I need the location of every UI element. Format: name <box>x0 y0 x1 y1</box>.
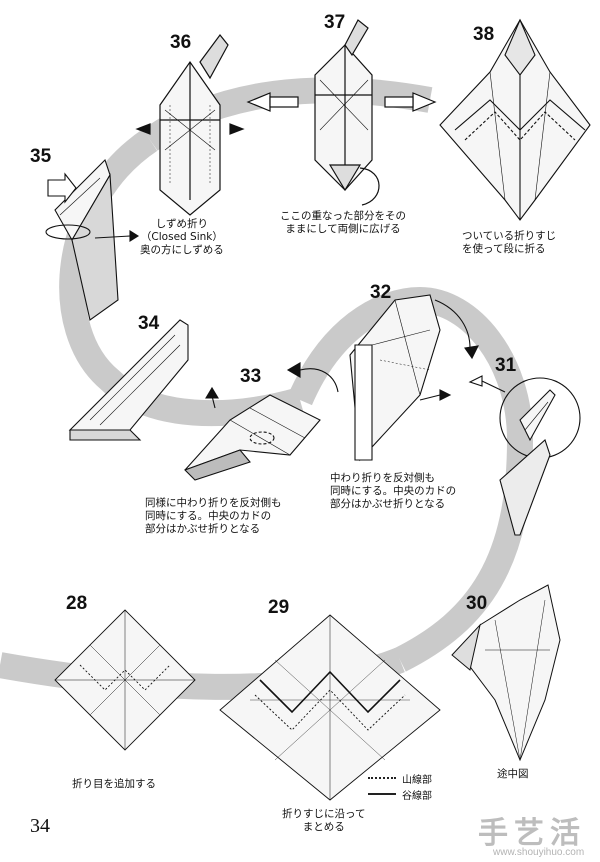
figure-step-37 <box>246 19 437 206</box>
page-number: 34 <box>30 815 50 837</box>
caption-line: ついている折りすじ <box>462 230 557 242</box>
figure-step-35 <box>45 158 140 321</box>
step-number-31: 31 <box>495 355 517 376</box>
legend-mountain-label: 山線部 <box>402 774 432 786</box>
caption-line: 部分はかぶせ折りとなる <box>330 498 446 510</box>
step-number-38: 38 <box>473 24 495 45</box>
legend-valley: 谷線部 <box>368 786 432 802</box>
caption-step-28: 折り目を追加する <box>72 778 156 791</box>
caption-line: ここの重なった部分をその <box>280 210 406 222</box>
figure-step-31 <box>468 375 581 536</box>
step-number-33: 33 <box>240 366 262 387</box>
figure-step-36 <box>135 34 245 216</box>
caption-line: 部分はかぶせ折りとなる <box>145 523 261 535</box>
step-number-29: 29 <box>268 597 290 618</box>
caption-line: まとめる <box>302 821 345 833</box>
caption-line: 奥の方にしずめる <box>140 244 224 256</box>
caption-step-37: ここの重なった部分をその ままにして両側に広げる <box>280 210 406 236</box>
caption-line: 同様に中わり折りを反対側も <box>145 497 282 509</box>
caption-step-38: ついている折りすじ を使って段に折る <box>462 230 556 256</box>
caption-line: しずめ折り <box>155 218 209 230</box>
caption-line: 同時にする。中央のカドの <box>145 510 272 522</box>
figure-step-30 <box>451 584 561 762</box>
figure-step-32 <box>349 294 479 462</box>
figure-step-38 <box>439 18 591 221</box>
step-number-30: 30 <box>466 593 488 614</box>
step-number-37: 37 <box>324 12 346 33</box>
caption-line: 途中図 <box>497 768 529 780</box>
mountain-line-swatch <box>368 777 396 779</box>
legend-mountain: 山線部 <box>368 770 432 786</box>
line-legend: 山線部 谷線部 <box>368 770 432 802</box>
legend-valley-label: 谷線部 <box>402 790 432 802</box>
figure-step-33 <box>184 362 339 481</box>
caption-line: を使って段に折る <box>462 243 546 255</box>
caption-step-33: 同様に中わり折りを反対側も 同時にする。中央のカドの 部分はかぶせ折りとなる <box>145 497 282 536</box>
caption-step-35: しずめ折り （Closed Sink） 奥の方にしずめる <box>140 218 224 257</box>
valley-line-swatch <box>368 793 396 795</box>
step-number-35: 35 <box>30 146 52 167</box>
figure-step-28 <box>54 609 196 751</box>
caption-step-30: 途中図 <box>497 768 529 781</box>
caption-line: 同時にする。中央のカドの <box>330 485 457 497</box>
figure-step-34 <box>68 319 189 441</box>
step-number-34: 34 <box>138 313 160 334</box>
caption-line: ままにして両側に広げる <box>285 223 401 235</box>
caption-line: 折りすじに沿って <box>282 808 366 820</box>
watermark-site: www.shouyihuo.com <box>493 847 585 858</box>
caption-line: 折り目を追加する <box>72 778 156 790</box>
watermark-logo: 手艺活 <box>478 816 586 851</box>
caption-step-29: 折りすじに沿って まとめる <box>282 808 365 834</box>
caption-line: 中わり折りを反対側も <box>330 472 435 484</box>
caption-line: （Closed Sink） <box>140 231 223 243</box>
figure-step-29 <box>219 614 441 801</box>
step-number-36: 36 <box>170 32 192 53</box>
caption-step-32: 中わり折りを反対側も 同時にする。中央のカドの 部分はかぶせ折りとなる <box>330 472 456 511</box>
step-number-32: 32 <box>370 282 392 303</box>
step-number-28: 28 <box>66 593 88 614</box>
